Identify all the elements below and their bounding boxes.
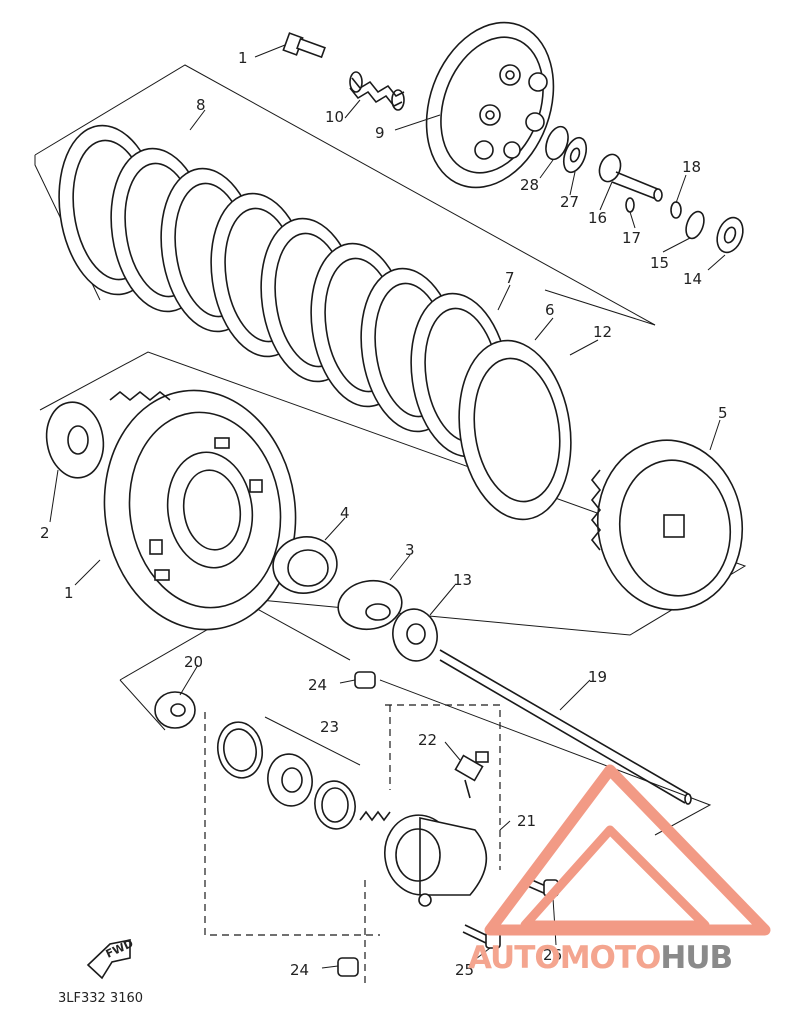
callout-part-5: 5 (718, 404, 728, 422)
lock-washer-14-hole (723, 226, 737, 244)
dowel-pin-24-top (354, 671, 376, 689)
thrust-washer-2 (45, 401, 105, 479)
lock-washer-14 (716, 216, 744, 254)
primary-driven-gear-1 (103, 389, 297, 631)
callout-part-26: 26 (543, 946, 562, 964)
callout-part-1: 1 (64, 584, 74, 602)
callout-part-24: 24 (308, 676, 327, 694)
callout-part-2: 2 (40, 524, 50, 542)
callout-part-20: 20 (184, 653, 203, 671)
leader-lines (49, 44, 726, 969)
middle-outline (39, 351, 747, 636)
callout-part-28: 28 (520, 176, 539, 194)
bolt-top (282, 32, 326, 59)
watermark-logo (484, 764, 771, 936)
plate-12 (458, 339, 572, 521)
callout-part-9: 9 (375, 124, 385, 142)
callout-part-4: 4 (340, 504, 350, 522)
o-ring-17 (625, 197, 635, 213)
callout-part-23: 23 (320, 718, 339, 736)
lower-outline-right (379, 679, 712, 836)
bearing-27-hole (569, 147, 581, 163)
dashed-box-left (204, 712, 380, 936)
callout-part-22: 22 (418, 731, 437, 749)
callout-part-16: 16 (588, 209, 607, 227)
lower-outline-left (119, 679, 166, 731)
callout-part-21: 21 (517, 812, 536, 830)
needle-bearing-4 (272, 536, 338, 594)
watermark-brand-part2: HUB (660, 940, 733, 976)
assembly-outline-right (544, 289, 656, 326)
callout-part-15: 15 (650, 254, 669, 272)
callout-part-17: 17 (622, 229, 641, 247)
watermark-brand-part1: AUTOMOTO (468, 940, 661, 976)
push-rod-16 (598, 153, 663, 202)
spring-10 (349, 71, 405, 111)
push-rod-19 (439, 649, 692, 805)
callout-part-6: 6 (545, 301, 555, 319)
callout-part-14: 14 (683, 270, 702, 288)
bleed-screw-22 (454, 751, 489, 799)
clutch-boss-5 (590, 439, 744, 611)
callout-part-8: 8 (196, 96, 206, 114)
callout-part-10: 10 (325, 108, 344, 126)
washer-13 (392, 608, 438, 662)
callout-part-25: 25 (455, 961, 474, 979)
callout-part-1: 1 (238, 49, 248, 67)
release-cylinder-21 (384, 814, 488, 907)
callout-part-18: 18 (682, 158, 701, 176)
oil-seal-20 (154, 691, 196, 729)
seal-kit-23 (216, 721, 391, 830)
pressure-plate-9 (425, 21, 555, 189)
watermark-brand-text: AUTOMOTOHUB (468, 938, 788, 978)
ball-18 (670, 201, 682, 219)
leader-23-line (264, 716, 361, 766)
bearing-27 (562, 136, 588, 174)
callout-part-24: 24 (290, 961, 309, 979)
washer-28 (545, 125, 569, 161)
fwd-arrow: FWD (86, 937, 135, 980)
callout-part-27: 27 (560, 193, 579, 211)
document-code: 3LF332 3160 (58, 991, 144, 1006)
assembly-outline-top (34, 64, 656, 326)
callout-part-13: 13 (453, 571, 472, 589)
callout-part-7: 7 (505, 269, 515, 287)
callout-part-3: 3 (405, 541, 415, 559)
dashed-box-top (385, 704, 501, 870)
washer-15 (685, 210, 705, 240)
dowel-pin-24-bottom (337, 957, 359, 977)
callout-part-12: 12 (593, 323, 612, 341)
callout-part-19: 19 (588, 668, 607, 686)
collar-3 (337, 579, 403, 631)
